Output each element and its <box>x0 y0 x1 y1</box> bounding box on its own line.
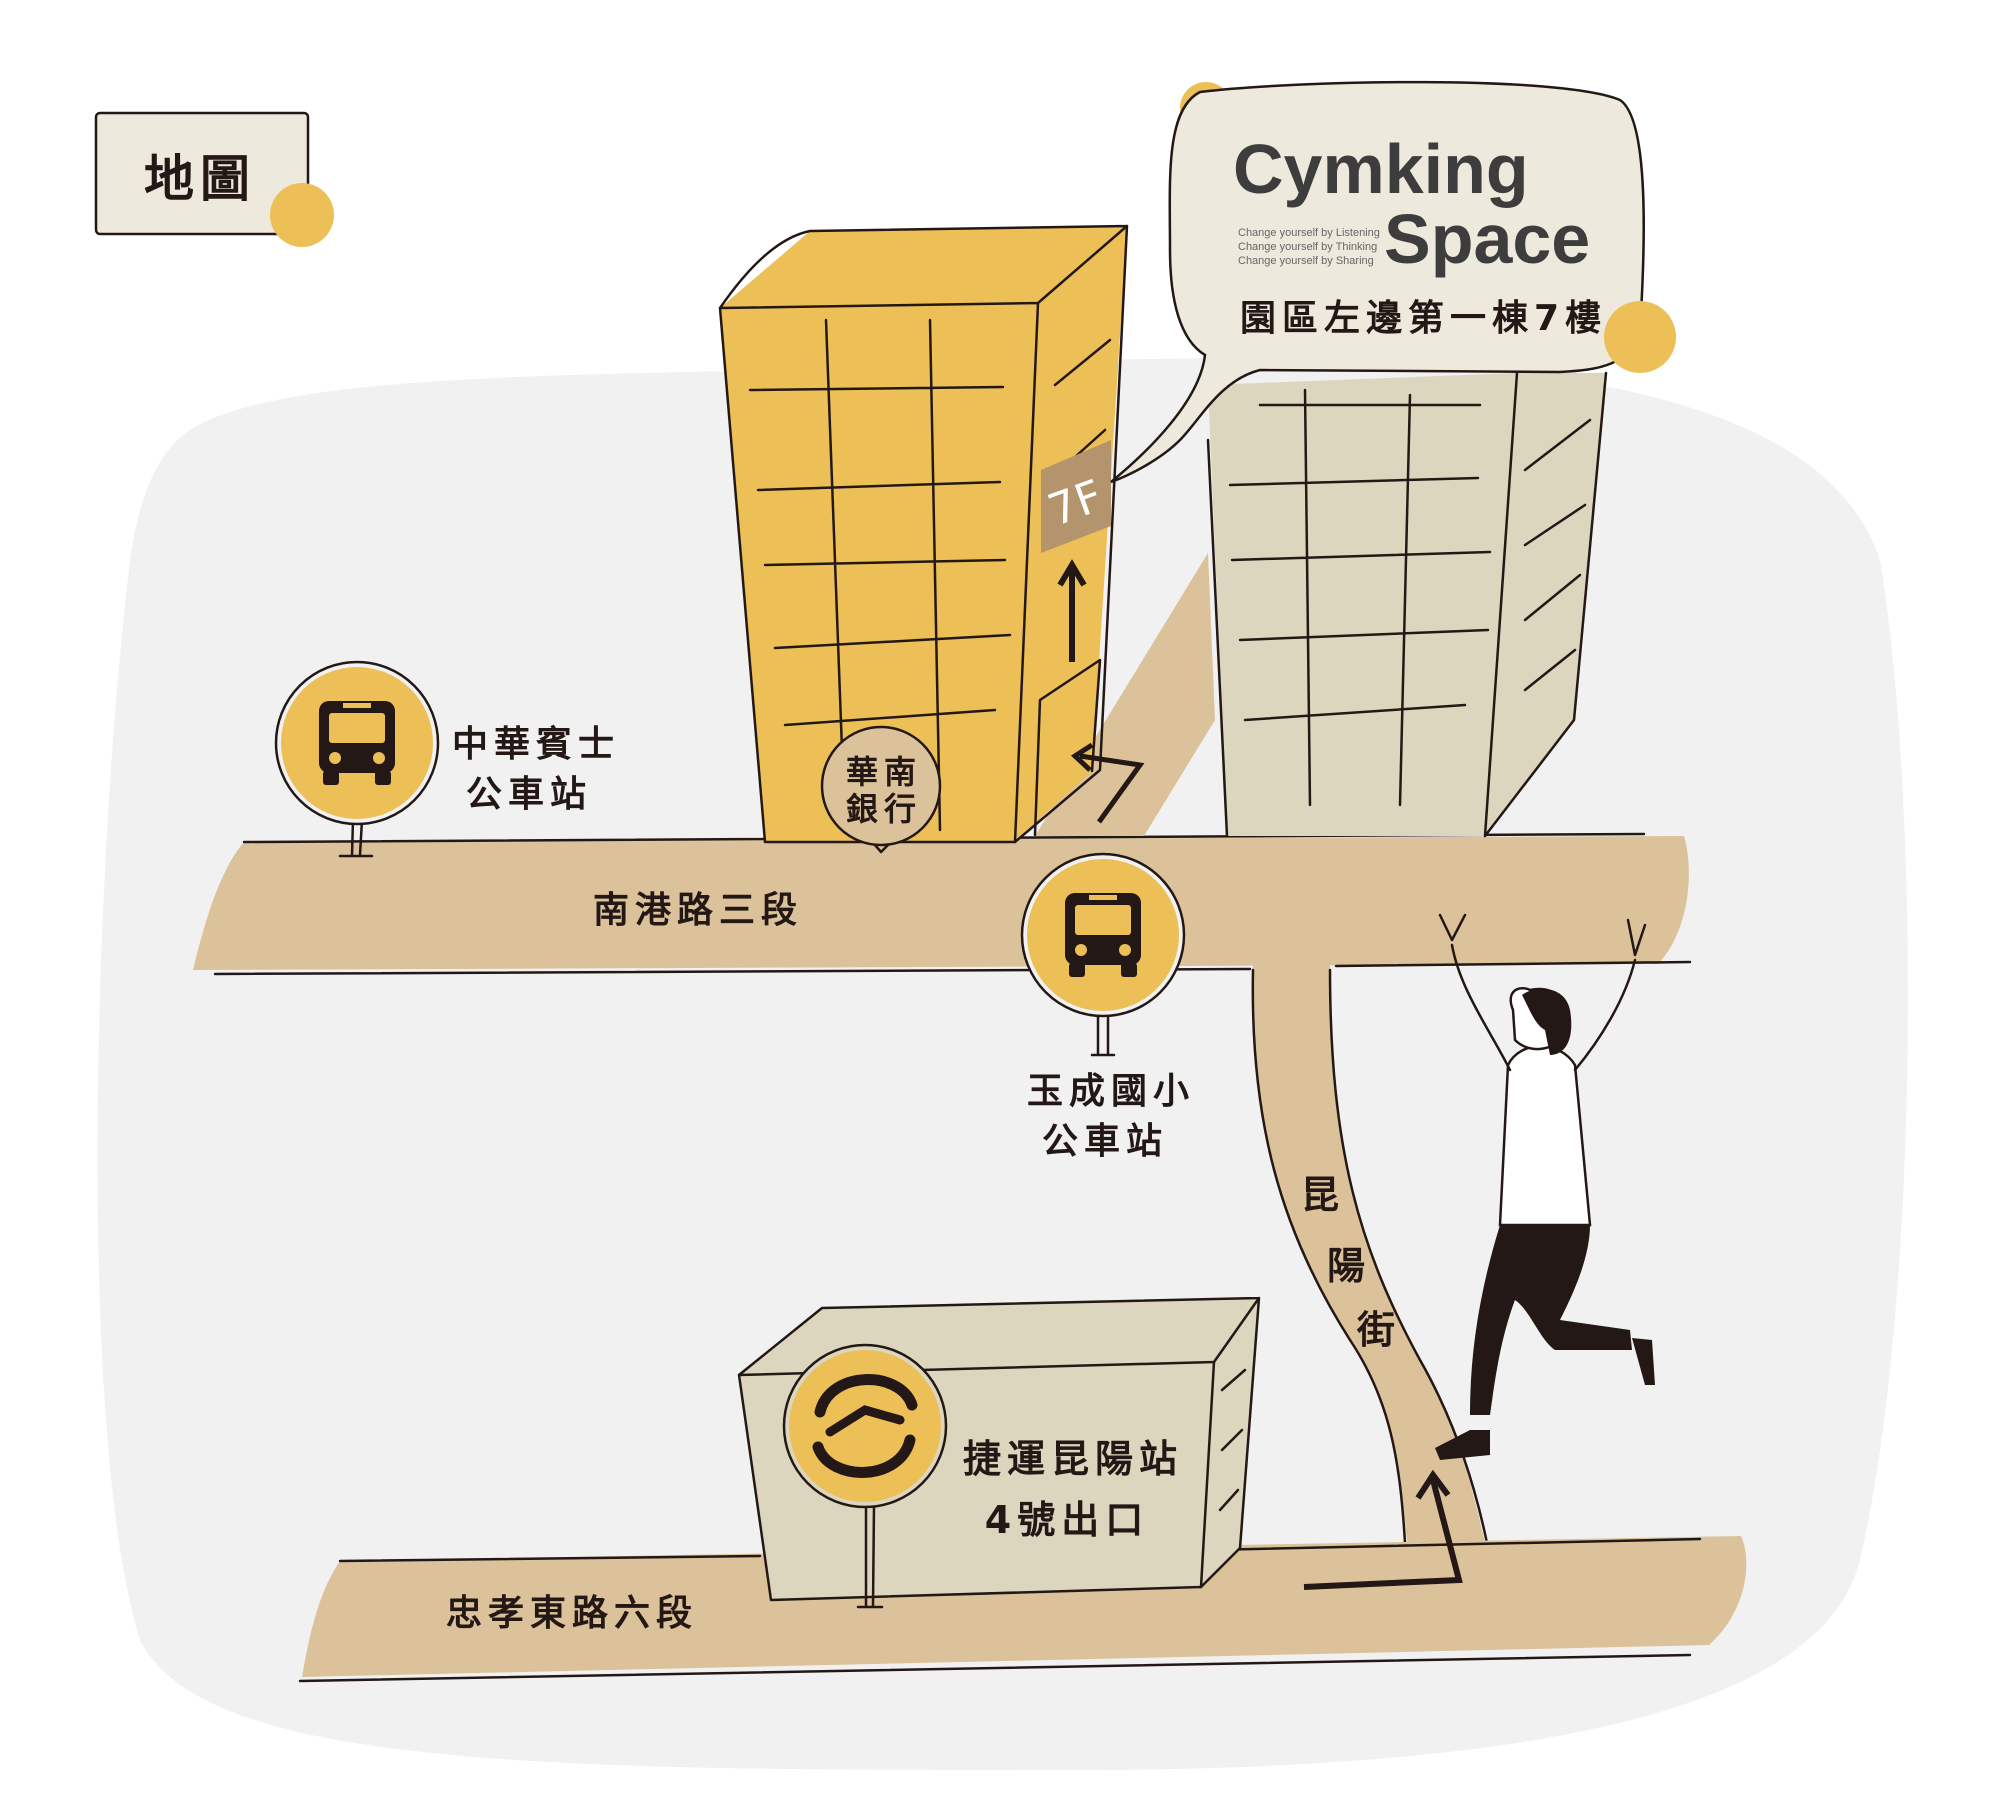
location-note: 園區左邊第一棟7樓 <box>1240 298 1607 339</box>
road-label-nangang: 南港路三段 <box>593 890 803 931</box>
brand-name-line2: Space <box>1384 200 1590 278</box>
tagline: Change yourself by Sharing <box>1238 255 1374 267</box>
svg-text:中華賓士: 中華賓士 <box>452 723 620 765</box>
svg-text:華南: 華南 <box>846 753 922 791</box>
road-label-kunyang: 陽 <box>1327 1244 1371 1288</box>
bus-stop-marker: 玉成國小 公車站 <box>1020 852 1195 1162</box>
road-label-kunyang: 昆 <box>1301 1173 1345 1217</box>
office-building: 7F <box>718 224 1129 844</box>
cheering-person-illustration <box>1435 913 1655 1460</box>
svg-text:玉成國小: 玉成國小 <box>1027 1071 1195 1112</box>
svg-text:公車站: 公車站 <box>466 774 592 815</box>
road-zhongxiao <box>302 1536 1747 1677</box>
svg-text:4號出口: 4號出口 <box>985 1498 1149 1542</box>
svg-text:銀行: 銀行 <box>846 790 922 828</box>
mrt-stop-marker: 捷運昆陽站 4號出口 <box>782 1343 1183 1609</box>
map-title-label: 地圖 <box>94 111 334 247</box>
brand-name-line1: Cymking <box>1233 130 1529 208</box>
cymking-building <box>1206 371 1608 838</box>
tagline: Change yourself by Thinking <box>1238 241 1377 253</box>
svg-text:捷運昆陽站: 捷運昆陽站 <box>963 1437 1183 1481</box>
cymking-speech-bubble: Cymking Space Change yourself by Listeni… <box>1110 80 1676 484</box>
bus-icon <box>1065 893 1141 977</box>
road-nangang <box>193 836 1689 970</box>
bus-icon <box>319 701 395 785</box>
svg-text:公車站: 公車站 <box>1042 1121 1168 1162</box>
bus-stop-marker: 中華賓士 公車站 <box>274 660 620 858</box>
map-title: 地圖 <box>144 150 256 208</box>
arrow-up-icon <box>1057 559 1087 662</box>
road-kunyang <box>1252 964 1485 1543</box>
turn-arrow-icon <box>1070 742 1145 824</box>
road-label-zhongxiao: 忠孝東路六段 <box>446 1593 698 1634</box>
route-arrow-icon <box>1303 1469 1463 1590</box>
mrt-icon <box>812 1374 918 1478</box>
road-label-kunyang: 街 <box>1356 1308 1401 1352</box>
bank-marker: 華南 銀行 <box>820 725 942 854</box>
floor-sign <box>1041 440 1111 553</box>
tagline: Change yourself by Listening <box>1238 227 1380 239</box>
